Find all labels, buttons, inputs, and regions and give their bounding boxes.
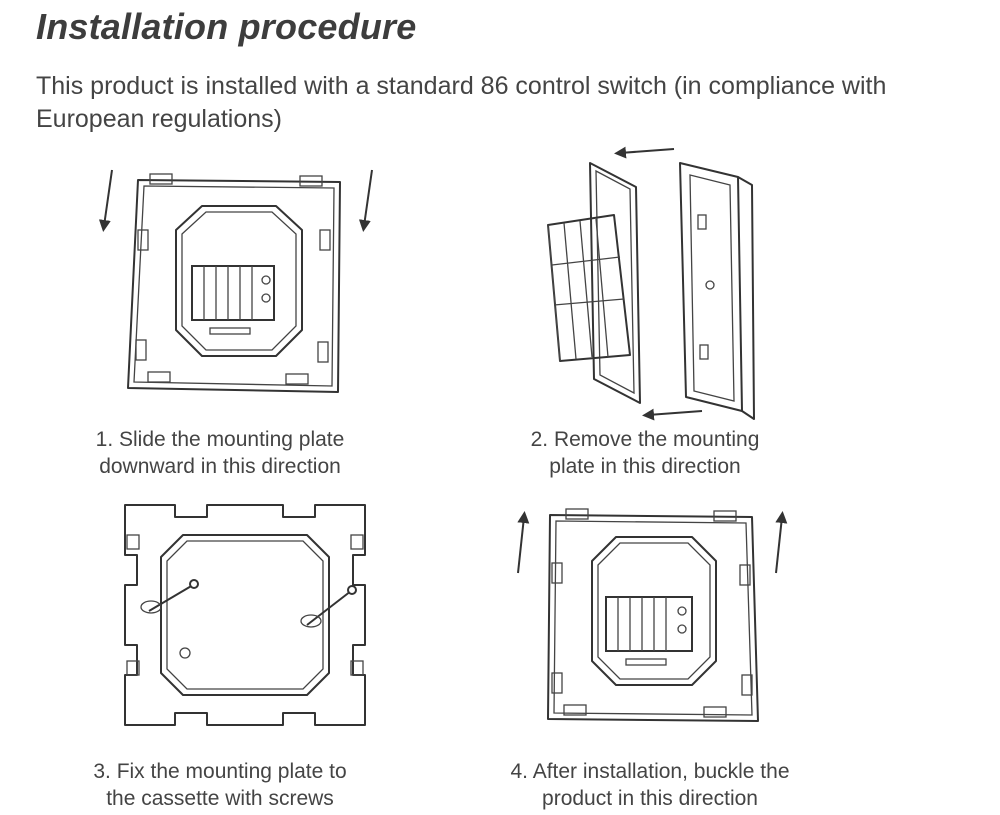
up-arrow-right-icon xyxy=(775,511,788,574)
down-arrow-right-icon xyxy=(358,169,373,232)
intro-paragraph: This product is installed with a standar… xyxy=(36,72,887,133)
down-arrow-left-icon xyxy=(98,169,113,232)
left-arrow-top-icon xyxy=(614,146,675,159)
step-1-illustration xyxy=(98,169,373,393)
left-arrow-bottom-icon xyxy=(642,408,703,421)
step-1-caption: 1. Slide the mounting plate downward in … xyxy=(95,428,345,478)
step-4-caption: 4. After installation, buckle the produc… xyxy=(510,760,790,810)
step-2-illustration xyxy=(547,146,755,421)
up-arrow-left-icon xyxy=(517,511,530,574)
page-title: Installation procedure xyxy=(36,6,417,47)
step-2-caption: 2. Remove the mounting plate in this dir… xyxy=(530,428,760,478)
screw-left-icon xyxy=(140,579,199,614)
step-4-illustration xyxy=(517,508,788,722)
screw-right-icon xyxy=(300,585,357,628)
step-3-caption: 3. Fix the mounting plate to the cassett… xyxy=(93,760,347,810)
step-3-illustration xyxy=(124,504,366,726)
